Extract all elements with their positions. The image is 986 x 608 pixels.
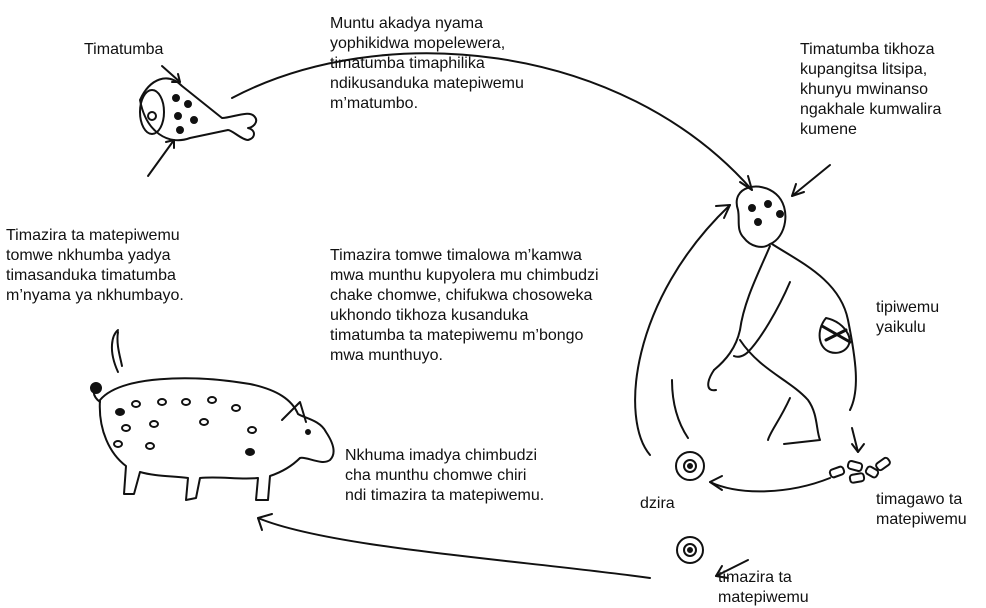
arrowhead-meat-to-person [739,175,753,191]
segments-illustration [828,456,891,484]
label-cysts-effects: Timatumba tikhoza kupangitsa litsipa, kh… [800,41,942,138]
arrow-segments-to-bottom-eggs [715,559,749,577]
arc-pig-to-meat [111,329,119,373]
label-eggs-eaten-by-pig: Timazira ta matepiwemu tomwe nkhumba yad… [6,227,184,304]
arrow-person-to-segments [851,427,859,453]
egg-dzira-illustration [675,451,705,481]
arrowhead-segments-to-bottom-eggs [715,565,729,579]
arrow-timatumba-lower [147,139,175,177]
label-dzira: dzira [640,495,675,512]
label-segments: timagawo ta matepiwemu [876,491,967,528]
cycle-arrows [111,52,865,579]
arrow-eggs-to-pig [257,517,651,579]
label-timatumba: Timatumba [84,41,164,58]
label-adult-worm: tipiwemu yaikulu [876,299,940,336]
person-illustration [707,185,857,445]
arrow-timatumba-upper [161,65,181,83]
arrowhead-eggs-in-mouth [715,204,731,219]
arrow-cyst-label-to-head [791,164,831,197]
egg-bottom-illustration [676,536,704,564]
arrowhead-timatumba-upper [171,73,181,83]
arc-eggs-in-mouth-dash [671,379,689,439]
arrowhead-eggs-to-pig [257,513,273,531]
arc-left-upper [116,331,123,367]
arrow-segments-to-egg [709,477,831,493]
label-person-eats-meat: Muntu akadya nyama yophikidwa mopelewera… [330,15,524,112]
arrow-meat-to-person [231,52,753,191]
label-eggs-bottom: timazira ta matepiwemu [718,569,809,606]
arrowhead-segments-to-egg [709,475,723,491]
label-eggs-in-mouth: Timazira tomwe timalowa m’kamwa mwa munt… [330,247,599,364]
pig-illustration [90,377,335,501]
arrowhead-person-to-segments [851,443,865,453]
arc-eggs-in-mouth [634,204,731,456]
pork-meat-illustration [139,77,258,142]
arrowhead-cyst-label-to-head [791,183,805,197]
label-pig-eats-feces: Nkhuma imadya chimbudzi cha munthu chomw… [345,447,545,504]
